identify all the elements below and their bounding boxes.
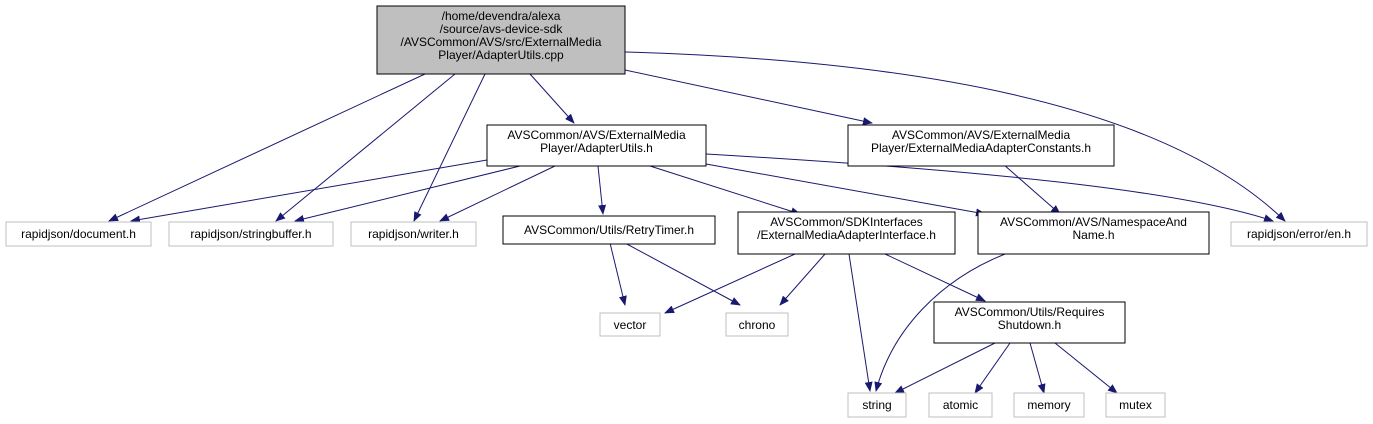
label-line: rapidjson/writer.h <box>368 227 459 241</box>
label-line: /home/devendra/alexa <box>442 9 561 23</box>
edge-root-to-writer <box>413 73 486 222</box>
node-mutex[interactable]: mutex <box>1105 392 1166 418</box>
label-line: Shutdown.h <box>998 318 1061 332</box>
edge-root-to-adapter-constants-h <box>624 69 873 126</box>
label-line: Player/ExternalMediaAdapterConstants.h <box>871 141 1091 155</box>
edge-adapter-utils-to-document <box>130 159 488 224</box>
node-memory[interactable]: memory <box>1013 392 1085 418</box>
label-line: AVSCommon/AVS/ExternalMedia <box>892 128 1071 142</box>
node-string-label: string <box>862 398 891 412</box>
label-line: rapidjson/error/en.h <box>1247 227 1351 241</box>
label-line: mutex <box>1119 398 1152 412</box>
label-line: AVSCommon/Utils/RetryTimer.h <box>524 223 694 237</box>
edge-root-to-stringbuffer <box>275 73 456 222</box>
node-writer-h[interactable]: rapidjson/writer.h <box>350 221 477 247</box>
edge-adapter-constants-to-namespace <box>1002 163 1061 215</box>
label-line: AVSCommon/AVS/ExternalMedia <box>507 128 686 142</box>
edge-adapter-utils-to-namespace <box>705 163 986 217</box>
edge-root-to-adapter-utils-h <box>529 73 575 124</box>
label-line: vector <box>614 318 647 332</box>
edge-requires-shutdown-to-atomic <box>974 342 1011 394</box>
label-line: atomic <box>943 398 978 412</box>
edge-retry-timer-to-vector <box>609 242 627 306</box>
edge-adapter-utils-to-error-en <box>705 153 1274 222</box>
label-line: /source/avs-device-sdk <box>440 22 564 36</box>
node-stringbuffer-h[interactable]: rapidjson/stringbuffer.h <box>168 221 334 247</box>
node-document-h-label: rapidjson/document.h <box>21 227 136 241</box>
edge-adapter-utils-to-interface <box>649 165 801 216</box>
node-chrono-label: chrono <box>739 318 776 332</box>
label-line: chrono <box>739 318 776 332</box>
label-line: /AVSCommon/AVS/src/ExternalMedia <box>401 35 602 49</box>
edge-interface-to-vector <box>664 253 796 314</box>
edge-root-to-error-en <box>624 51 1286 222</box>
node-vector-label: vector <box>614 318 647 332</box>
edge-namespace-to-string <box>874 253 1006 392</box>
node-document-h[interactable]: rapidjson/document.h <box>5 221 152 247</box>
edges <box>108 51 1286 394</box>
label-line: AVSCommon/SDKInterfaces <box>770 215 923 229</box>
label-line: AVSCommon/AVS/NamespaceAnd <box>1000 215 1187 229</box>
node-error-en-h-label: rapidjson/error/en.h <box>1247 227 1351 241</box>
edge-interface-to-requires-shutdown <box>884 253 986 302</box>
node-writer-h-label: rapidjson/writer.h <box>368 227 459 241</box>
node-vector[interactable]: vector <box>599 312 661 337</box>
node-atomic-label: atomic <box>943 398 978 412</box>
edge-interface-to-string <box>848 253 873 392</box>
node-retry-timer-h[interactable]: AVSCommon/Utils/RetryTimer.h <box>502 215 716 245</box>
label-line: rapidjson/stringbuffer.h <box>190 227 311 241</box>
label-line: AVSCommon/Utils/Requires <box>955 305 1105 319</box>
label-line: Player/AdapterUtils.h <box>540 141 653 155</box>
edge-retry-timer-to-chrono <box>624 242 741 306</box>
edge-requires-shutdown-to-string <box>894 342 996 394</box>
node-atomic[interactable]: atomic <box>928 392 993 418</box>
edge-adapter-utils-to-retry-timer <box>597 165 607 215</box>
node-stringbuffer-h-label: rapidjson/stringbuffer.h <box>190 227 311 241</box>
node-root[interactable]: /home/devendra/alexa/source/avs-device-s… <box>376 5 626 75</box>
node-string[interactable]: string <box>847 392 907 418</box>
label-line: Name.h <box>1072 228 1114 242</box>
edge-requires-shutdown-to-mutex <box>1054 342 1118 394</box>
node-media-adapter-interface-h-label: AVSCommon/SDKInterfaces/ExternalMediaAda… <box>757 215 936 242</box>
node-media-adapter-interface-h[interactable]: AVSCommon/SDKInterfaces/ExternalMediaAda… <box>737 211 956 255</box>
node-root-label: /home/devendra/alexa/source/avs-device-s… <box>401 9 602 62</box>
node-chrono[interactable]: chrono <box>725 312 789 337</box>
edge-root-to-document <box>108 73 426 222</box>
nodes: /home/devendra/alexa/source/avs-device-s… <box>5 5 1368 418</box>
label-line: /ExternalMediaAdapterInterface.h <box>757 228 936 242</box>
node-retry-timer-h-label: AVSCommon/Utils/RetryTimer.h <box>524 223 694 237</box>
edge-adapter-utils-to-stringbuffer <box>294 165 521 223</box>
node-memory-label: memory <box>1027 398 1070 412</box>
edge-requires-shutdown-to-memory <box>1029 342 1046 394</box>
label-line: string <box>862 398 891 412</box>
edge-adapter-utils-to-writer <box>439 165 556 222</box>
label-line: memory <box>1027 398 1070 412</box>
label-line: rapidjson/document.h <box>21 227 136 241</box>
node-error-en-h[interactable]: rapidjson/error/en.h <box>1230 221 1368 247</box>
edge-interface-to-chrono <box>779 253 826 306</box>
node-mutex-label: mutex <box>1119 398 1152 412</box>
label-line: Player/AdapterUtils.cpp <box>438 48 564 62</box>
